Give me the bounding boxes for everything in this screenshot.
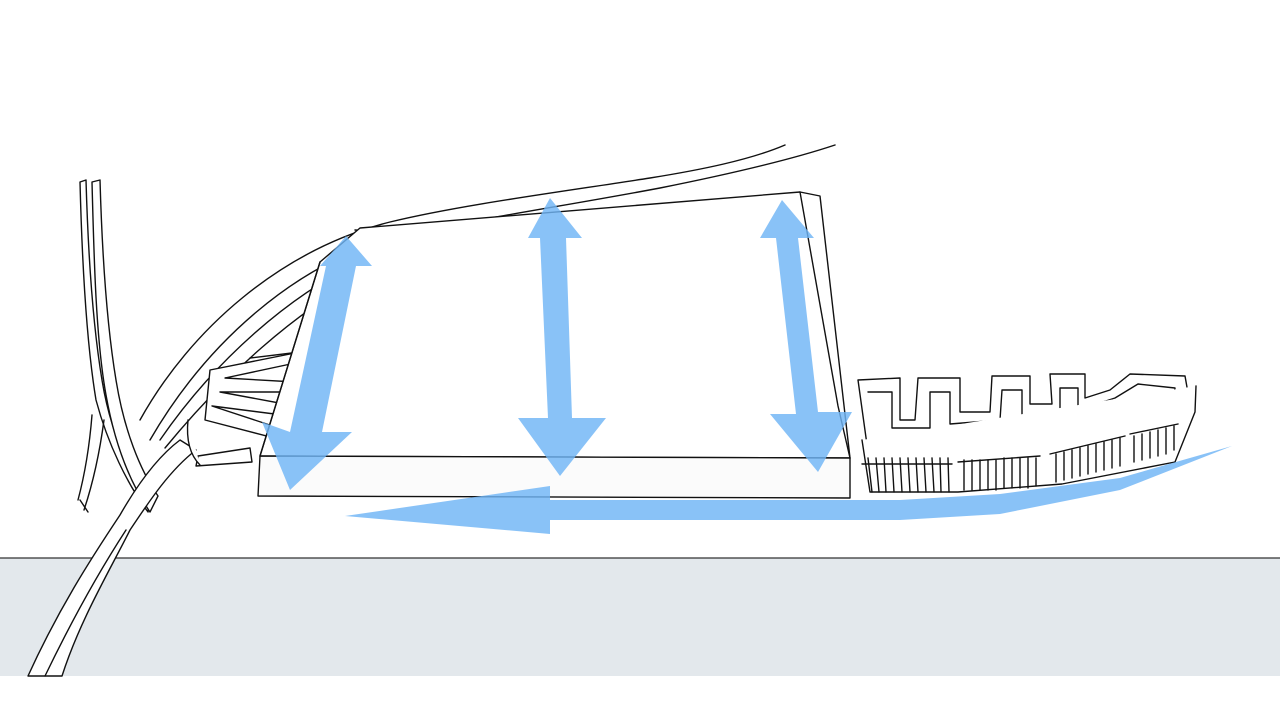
bridge-tower bbox=[77, 179, 159, 513]
comb-building bbox=[857, 373, 1197, 493]
arrows-layer bbox=[262, 198, 1232, 534]
double-arrow-left bbox=[262, 236, 372, 490]
double-arrow-center bbox=[518, 198, 606, 476]
double-arrow-right bbox=[760, 200, 852, 472]
ground-plane bbox=[0, 558, 1280, 676]
stepped-terraces bbox=[186, 351, 301, 467]
flow-arrow bbox=[345, 446, 1232, 534]
